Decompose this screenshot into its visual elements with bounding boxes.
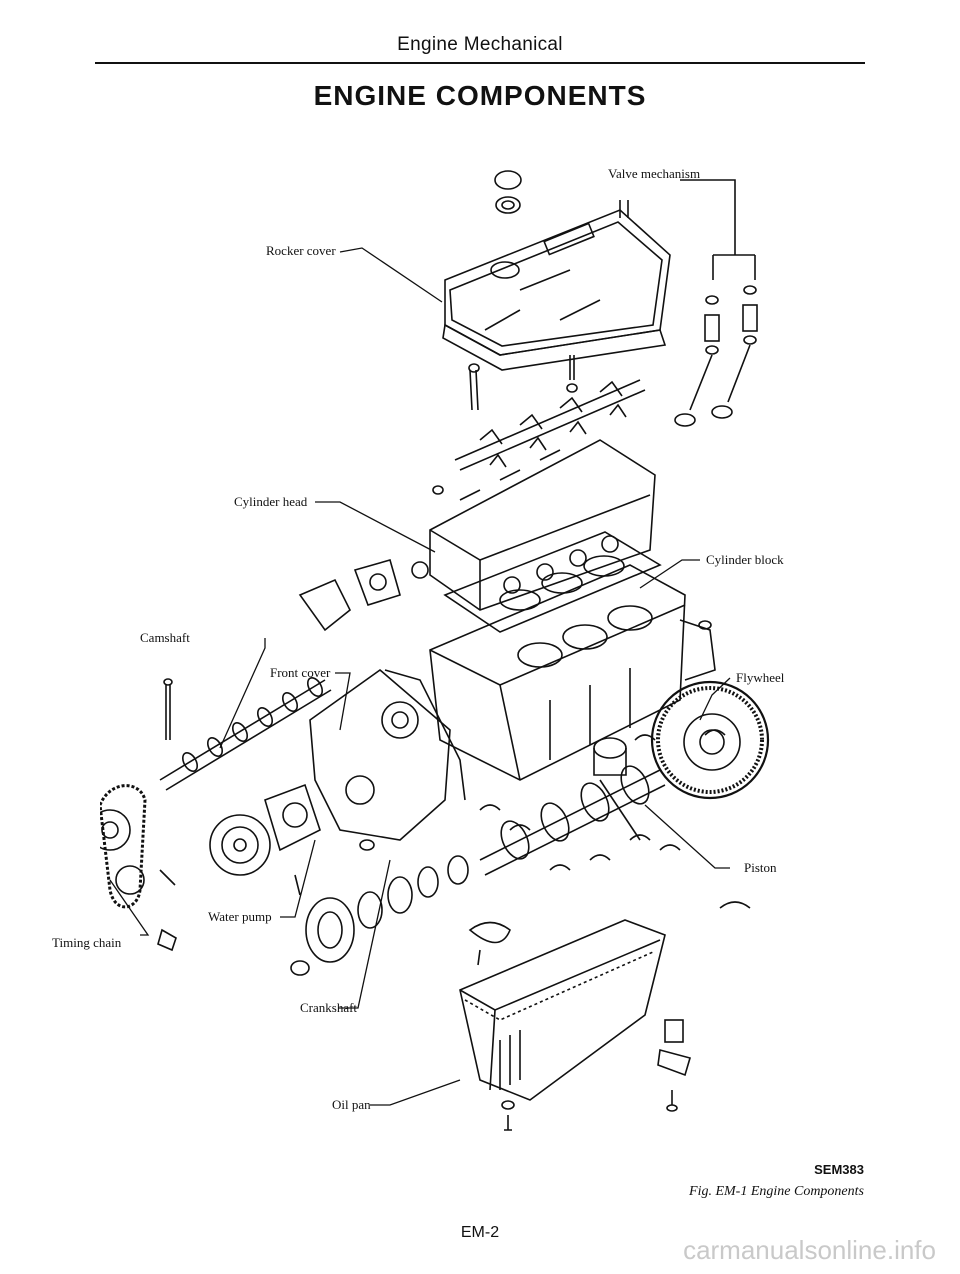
callout-rocker-cover: Rocker cover (266, 243, 336, 258)
section-header: Engine Mechanical (397, 34, 563, 55)
oil-strainer-part (657, 1019, 691, 1112)
camshaft-part (159, 677, 332, 791)
thermostat-housing (298, 559, 429, 632)
callout-cylinder-head: Cylinder head (234, 494, 308, 509)
crank-pulley-part (290, 839, 469, 976)
callout-flywheel: Flywheel (736, 670, 785, 685)
rocker-cover-part (442, 200, 671, 371)
cylinder-block-part (429, 564, 716, 781)
engine-exploded-diagram (100, 170, 770, 1131)
cylinder-head-part (429, 439, 656, 611)
callout-oil-pan: Oil pan (332, 1097, 371, 1112)
valve-mechanism-part (674, 179, 758, 427)
page-number: EM-2 (460, 1224, 500, 1241)
water-pump-part (209, 783, 321, 896)
piston-part (479, 729, 751, 909)
callout-camshaft: Camshaft (140, 630, 190, 645)
callout-crankshaft: Crankshaft (300, 1000, 358, 1015)
page-title: ENGINE COMPONENTS (313, 80, 647, 111)
callout-timing-chain: Timing chain (52, 935, 122, 950)
flywheel-part (650, 680, 770, 800)
front-cover-part (309, 668, 466, 841)
callout-front-cover: Front cover (270, 665, 331, 680)
oil-filler-cap (494, 170, 522, 214)
figure-caption: Fig. EM-1 Engine Components (689, 1184, 864, 1199)
callout-valve-mechanism: Valve mechanism (608, 166, 701, 181)
callout-water-pump: Water pump (208, 909, 272, 924)
callout-piston: Piston (744, 860, 777, 875)
crankshaft-part (479, 765, 666, 876)
watermark: carmanualsonline.info (683, 1235, 936, 1265)
header-divider (95, 62, 865, 64)
callout-cylinder-block: Cylinder block (706, 552, 784, 567)
head-gasket (443, 531, 662, 633)
figure-code: SEM383 (814, 1162, 864, 1177)
oil-pan-part (459, 919, 666, 1131)
timing-chain-part (100, 784, 177, 952)
leader-lines (109, 247, 731, 1106)
rocker-shaft-assembly (454, 355, 646, 471)
